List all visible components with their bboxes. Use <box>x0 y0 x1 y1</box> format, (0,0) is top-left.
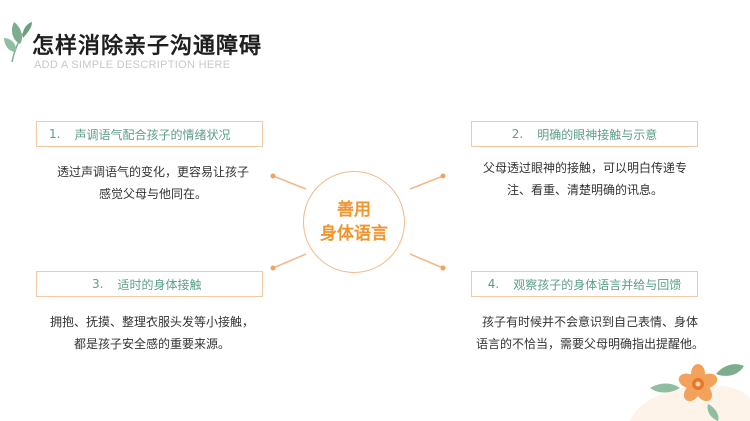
center-text-line-2: 身体语言 <box>320 224 388 244</box>
point-label-3: 3. 适时的身体接触 <box>36 271 263 297</box>
point-label-1: 1. 声调语气配合孩子的情绪状况 <box>36 121 263 147</box>
page-subtitle: ADD A SIMPLE DESCRIPTION HERE <box>34 59 231 71</box>
connector-dot <box>270 265 276 271</box>
point-desc-line: 注、看重、清楚明确的讯息。 <box>506 183 663 197</box>
point-desc-line: 拥抱、抚摸、整理衣服头发等小接触， <box>49 315 254 329</box>
point-desc-line: 语言的不恰当，需要父母明确指出提醒他。 <box>475 337 704 351</box>
point-number-4: 4. <box>487 277 500 291</box>
center-circle: 善用 身体语言 <box>303 171 405 273</box>
connector-line <box>409 175 444 190</box>
connector-line <box>272 175 307 190</box>
point-desc-4: 孩子有时候并不会意识到自己表情、身体 语言的不恰当，需要父母明确指出提醒他。 <box>475 311 705 355</box>
point-desc-line: 孩子有时候并不会意识到自己表情、身体 <box>481 315 698 329</box>
point-label-text-2: 明确的眼神接触与示意 <box>537 127 658 142</box>
connector-line <box>409 253 444 269</box>
point-desc-line: 父母透过眼神的接触，可以明白传递专 <box>482 161 687 175</box>
point-desc-2: 父母透过眼神的接触，可以明白传递专 注、看重、清楚明确的讯息。 <box>470 157 700 201</box>
point-label-text-4: 观察孩子的身体语言并给与回馈 <box>513 277 682 292</box>
point-label-text-3: 适时的身体接触 <box>117 277 202 292</box>
point-label-text-1: 声调语气配合孩子的情绪状况 <box>74 127 231 142</box>
point-desc-line: 都是孩子安全感的重要来源。 <box>73 337 230 351</box>
connector-dot <box>270 173 276 179</box>
point-desc-line: 感觉父母与他同在。 <box>98 187 207 201</box>
page-title: 怎样消除亲子沟通障碍 <box>32 34 263 59</box>
point-label-2: 2. 明确的眼神接触与示意 <box>471 121 698 147</box>
center-text-line-1: 善用 <box>337 200 371 220</box>
point-label-4: 4. 观察孩子的身体语言并给与回馈 <box>471 271 698 297</box>
point-number-2: 2. <box>511 127 524 141</box>
point-desc-1: 透过声调语气的变化，更容易让孩子 感觉父母与他同在。 <box>38 161 268 205</box>
connector-dot <box>440 173 446 179</box>
point-number-1: 1. <box>49 127 61 141</box>
point-number-3: 3. <box>92 277 104 291</box>
connector-dot <box>440 265 446 271</box>
leaf-icon <box>4 22 32 63</box>
point-desc-line: 透过声调语气的变化，更容易让孩子 <box>56 165 249 179</box>
flower-icon <box>630 364 750 421</box>
point-desc-3: 拥抱、抚摸、整理衣服头发等小接触， 都是孩子安全感的重要来源。 <box>37 311 267 355</box>
connector-line <box>272 253 307 269</box>
